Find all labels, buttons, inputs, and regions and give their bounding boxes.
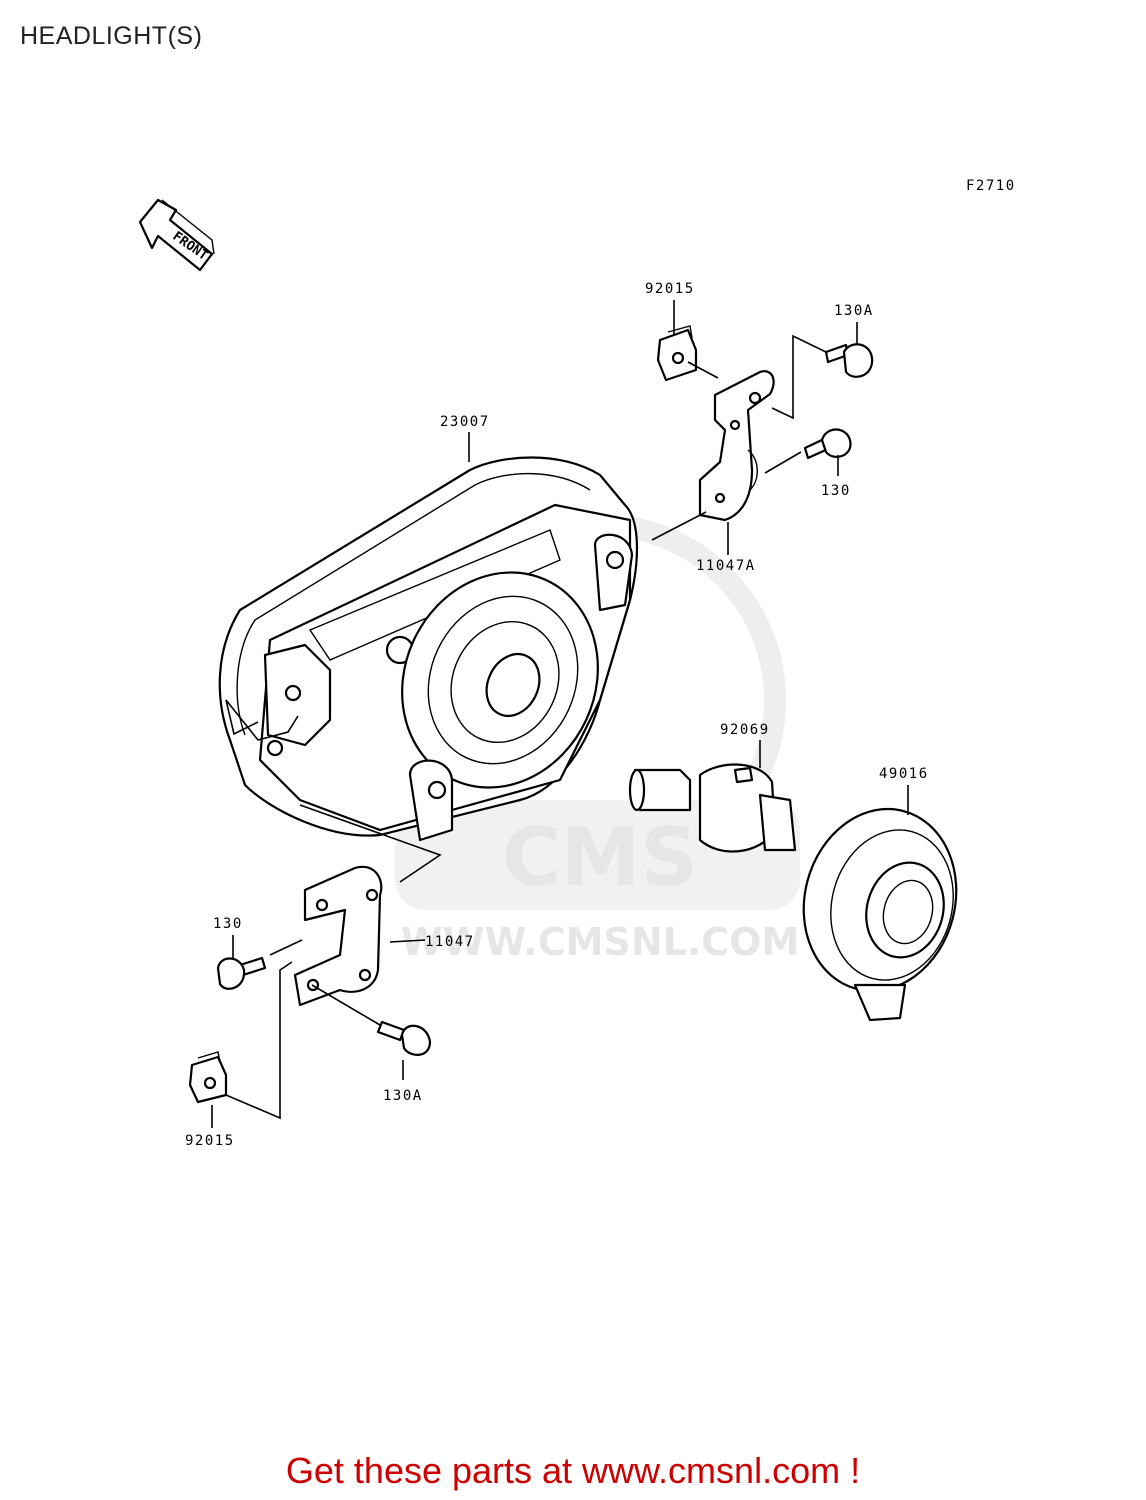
callout-92015-top: 92015: [645, 281, 695, 297]
bottom-clip-nut: [188, 1051, 228, 1104]
callout-130a-top: 130A: [834, 303, 874, 319]
right-bracket-11047a: [698, 370, 775, 522]
watermark-url: WWW.CMSNL.COM: [401, 920, 800, 964]
left-bracket-11047: [293, 865, 383, 1007]
top-clip-nut: [656, 325, 698, 382]
page-title: HEADLIGHT(S): [20, 22, 203, 50]
front-arrow-icon: FRONT: [138, 198, 215, 272]
callout-92069: 92069: [720, 722, 770, 738]
leader-lines: [211, 300, 909, 1128]
callout-130-left: 130: [213, 916, 243, 932]
watermark-brand: CMS: [502, 811, 698, 904]
callout-130a-bottom: 130A: [383, 1088, 423, 1104]
right-bolt-130: [803, 428, 852, 460]
headlight-bulb: [628, 763, 797, 853]
top-bolt-130a: [824, 343, 874, 378]
footer-link[interactable]: Get these parts at www.cmsnl.com !: [285, 1450, 861, 1491]
left-bolt-130: [216, 956, 267, 990]
callout-130-right: 130: [821, 483, 851, 499]
headlight-housing: [218, 456, 639, 842]
callout-11047a: 11047A: [696, 558, 756, 574]
callout-labels: 92015 130A 23007 130 11047A 92069 49016 …: [185, 281, 929, 1149]
callout-92015-bottom: 92015: [185, 1133, 235, 1149]
callout-11047: 11047: [425, 934, 475, 950]
bottom-bolt-130a: [376, 1020, 432, 1056]
callout-23007: 23007: [440, 414, 490, 430]
dust-cover: [802, 807, 958, 1022]
callout-49016: 49016: [879, 766, 929, 782]
figure-code: F2710: [966, 178, 1016, 194]
